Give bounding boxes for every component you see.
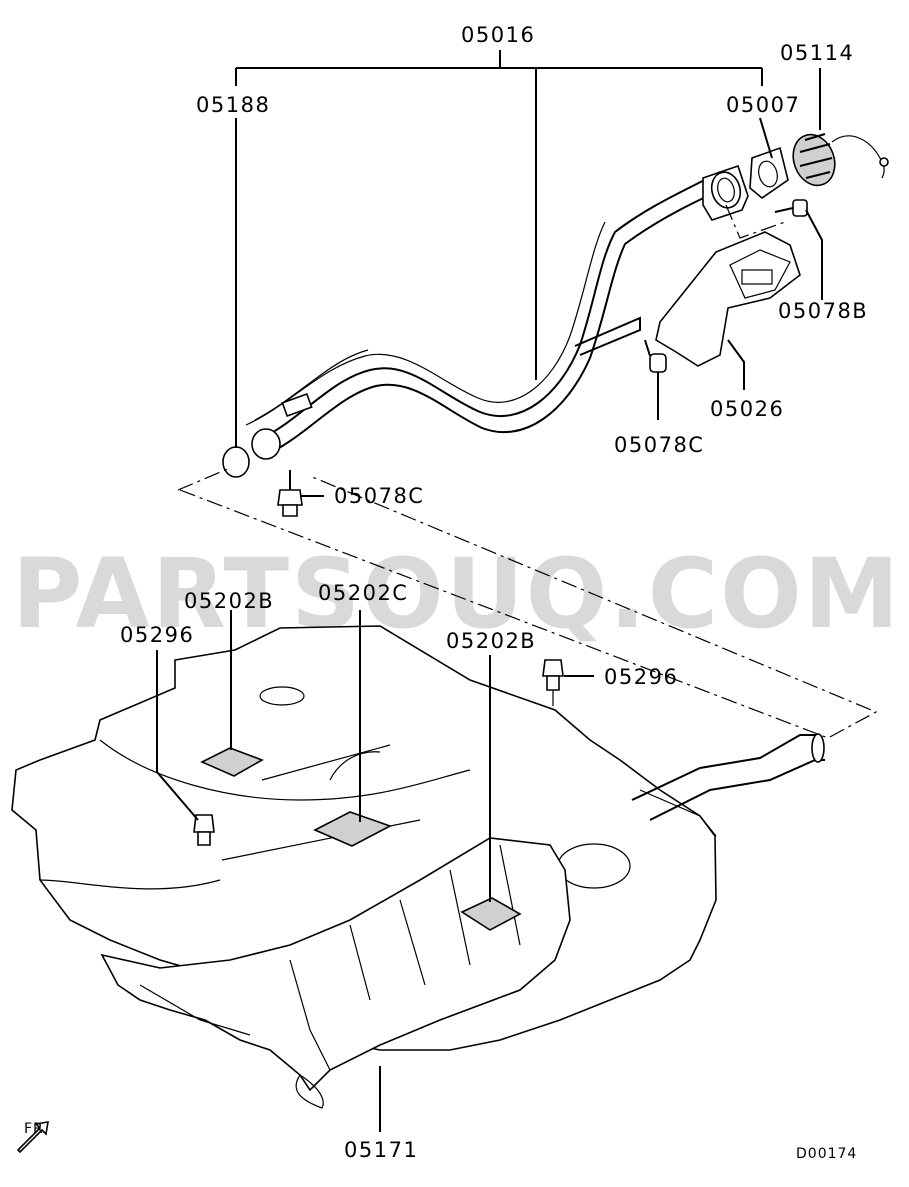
connection-line-upper	[177, 467, 878, 739]
bolt-05296-left	[193, 814, 215, 846]
label-05202b-left: 05202B	[184, 589, 274, 613]
label-05114: 05114	[780, 41, 854, 65]
label-05296-right: 05296	[604, 665, 678, 689]
screw-05078b	[774, 199, 808, 217]
filler-pipe	[222, 171, 731, 478]
label-05026: 05026	[710, 397, 784, 421]
leader-lines	[156, 50, 823, 1132]
label-05202c: 05202C	[318, 581, 408, 605]
heat-protector-part	[100, 837, 571, 1109]
label-05188: 05188	[196, 93, 270, 117]
label-05078c-upper: 05078C	[614, 433, 704, 457]
pad-05202b-right	[460, 897, 522, 931]
label-05202b-right: 05202B	[446, 629, 536, 653]
watermark-text: PARTSOUQ.COM	[12, 538, 901, 650]
label-05171: 05171	[344, 1138, 418, 1162]
label-05078b: 05078B	[778, 299, 868, 323]
label-05016: 05016	[461, 23, 535, 47]
filler-neck	[702, 164, 749, 221]
label-05296-left: 05296	[120, 623, 194, 647]
front-arrow-icon	[16, 1121, 49, 1154]
front-marker-label: FR	[24, 1121, 44, 1137]
gasket-part	[749, 146, 789, 200]
filler-housing-part	[655, 231, 801, 367]
fuel-cap-part	[792, 133, 889, 187]
connection-line-filler	[725, 204, 786, 239]
pad-05202c	[313, 811, 392, 847]
tank-outlet-pipes	[631, 733, 825, 821]
diagram-code: D00174	[796, 1146, 857, 1162]
label-05078c-left: 05078C	[334, 484, 424, 508]
bolt-05296-right	[542, 659, 564, 691]
label-05007: 05007	[726, 93, 800, 117]
pad-05202b-left	[200, 747, 264, 777]
bolt-05078c-left	[277, 470, 303, 517]
